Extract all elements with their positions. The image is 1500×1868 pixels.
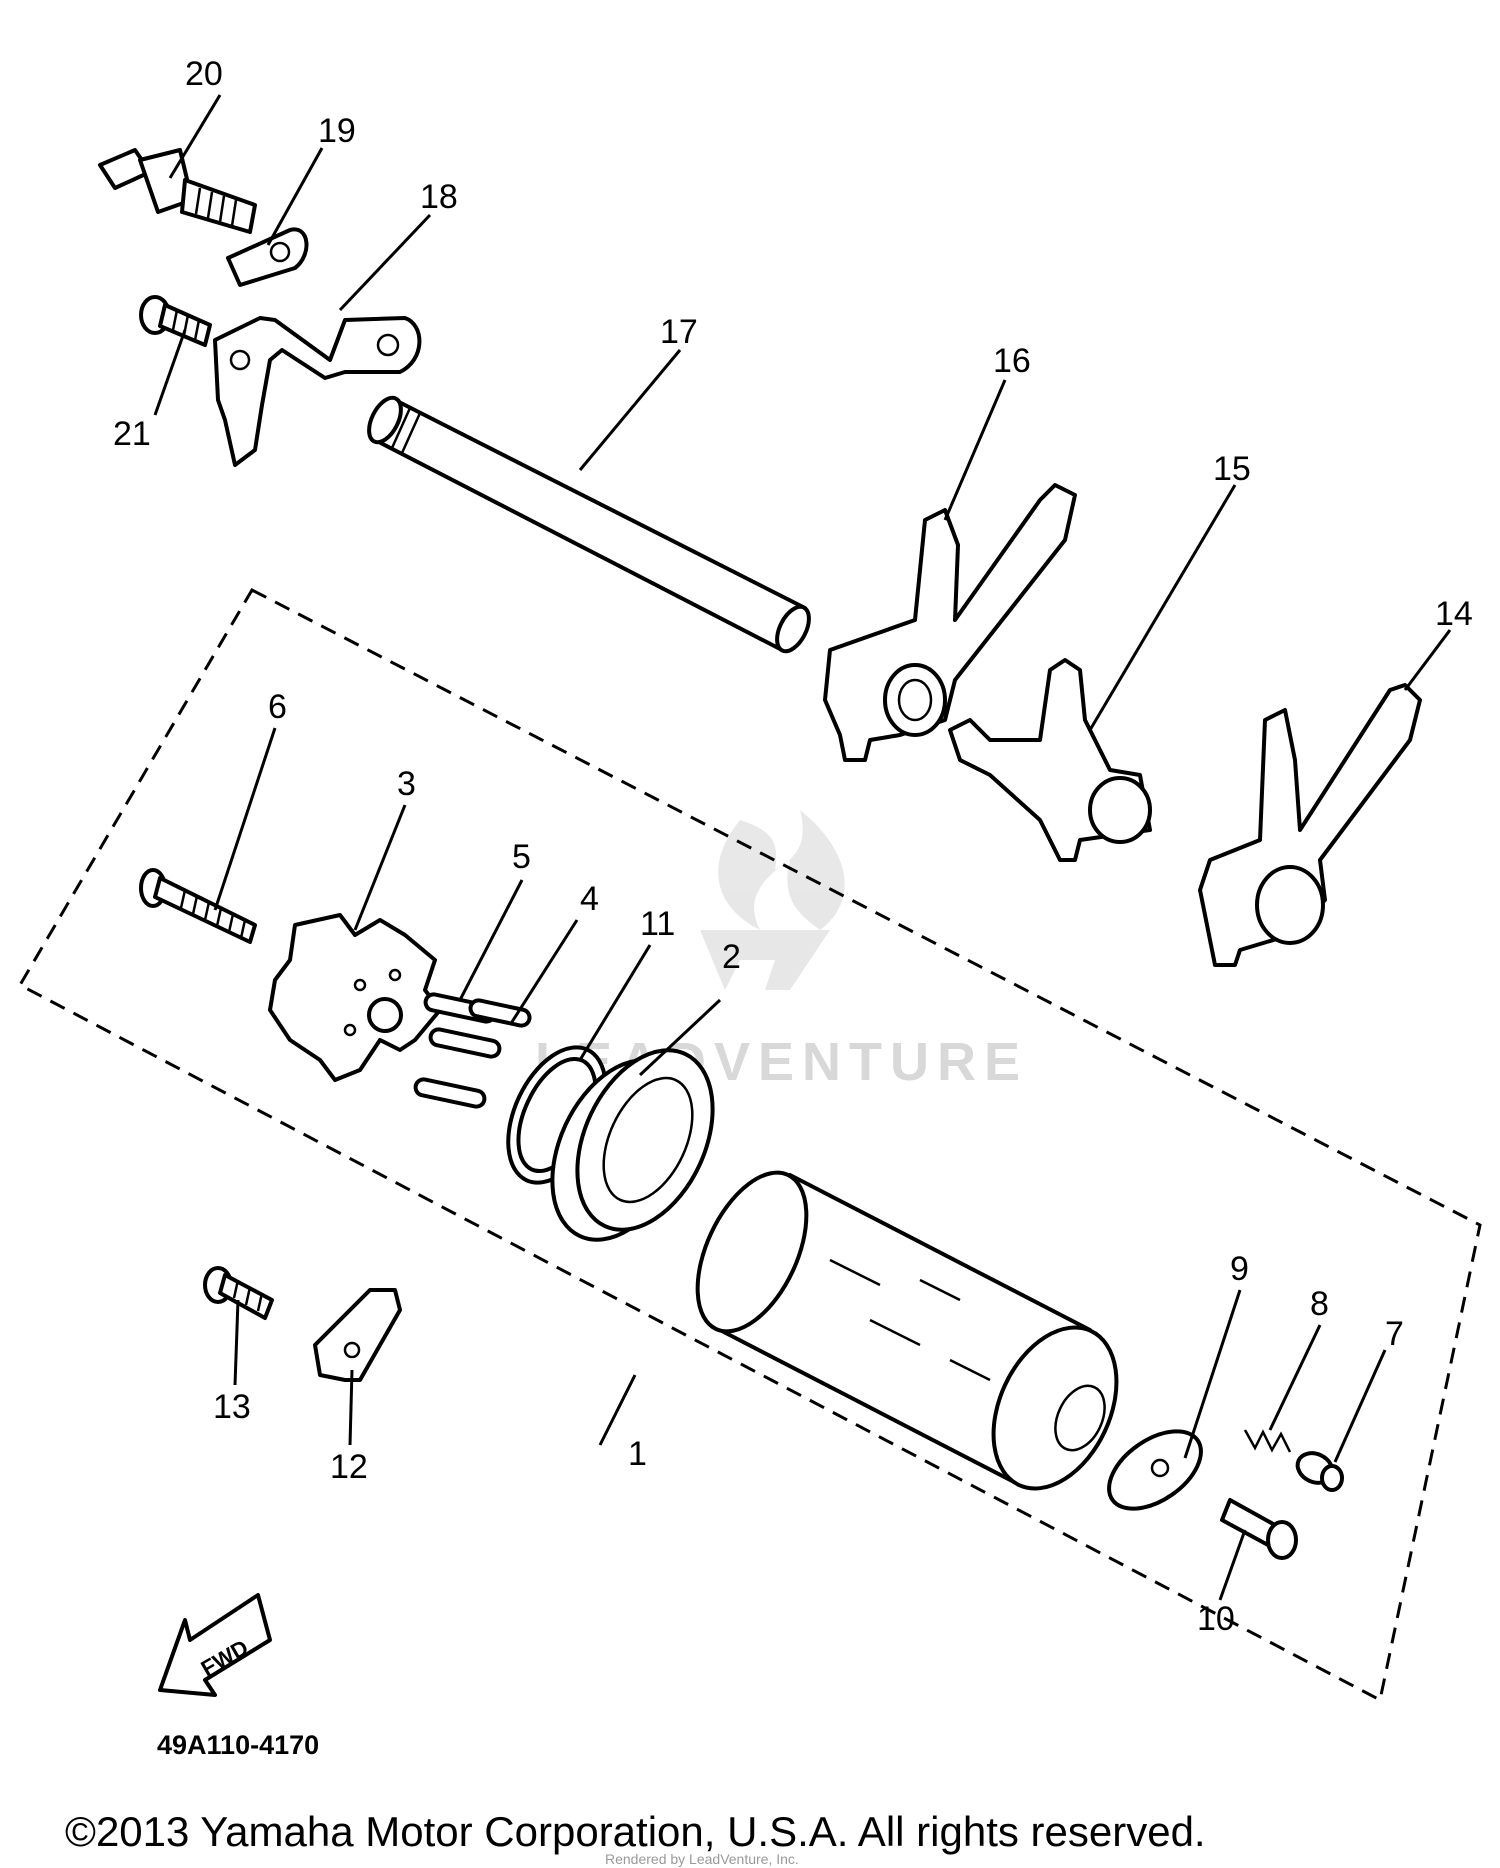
callout-10: 10 xyxy=(1197,1600,1235,1638)
callout-20: 20 xyxy=(185,55,223,93)
callout-4: 4 xyxy=(580,880,599,918)
part-17-shaft xyxy=(367,395,811,654)
callout-11: 11 xyxy=(640,905,675,943)
part-21-screw xyxy=(139,295,212,347)
part-16-shift-fork xyxy=(823,483,1077,762)
watermark-logo-icon xyxy=(700,810,845,990)
callout-8: 8 xyxy=(1310,1285,1329,1323)
callout-7: 7 xyxy=(1385,1315,1404,1353)
part-15-shift-fork xyxy=(948,658,1152,862)
callout-14: 14 xyxy=(1435,595,1473,633)
diagram-code: 49A110-4170 xyxy=(157,1730,319,1760)
part-10-screw xyxy=(1220,1498,1298,1560)
part-9-plate xyxy=(1107,1429,1203,1511)
part-13-bolt xyxy=(203,1266,274,1320)
part-8-spring xyxy=(1243,1429,1292,1453)
forward-arrow-icon xyxy=(158,1593,272,1697)
callout-1: 1 xyxy=(628,1435,647,1473)
callout-15: 15 xyxy=(1213,450,1251,488)
callout-2: 2 xyxy=(722,938,741,976)
forward-arrow: FWD xyxy=(158,1593,272,1697)
part-12-plate xyxy=(313,1288,402,1382)
copyright-notice: ©2013 Yamaha Motor Corporation, U.S.A. A… xyxy=(65,1808,1206,1855)
callout-18: 18 xyxy=(420,178,458,216)
callout-12: 12 xyxy=(330,1448,368,1486)
assembly-boundary xyxy=(17,588,1482,1703)
part-18-bracket xyxy=(213,316,422,467)
part-6-bolt xyxy=(139,868,257,944)
part-19-plate xyxy=(226,227,309,287)
watermark: LEADVENTURE xyxy=(535,810,1020,1092)
part-1-shift-drum xyxy=(695,1170,1119,1491)
callout-3: 3 xyxy=(397,765,416,803)
callout-17: 17 xyxy=(660,313,698,351)
leader-lines xyxy=(153,94,1452,1601)
part-4-pin xyxy=(468,998,532,1028)
watermark-small-text: Rendered by LeadVenture, Inc. xyxy=(605,1851,799,1867)
part-14-shift-fork xyxy=(1198,683,1422,967)
part-7-cap xyxy=(1295,1451,1344,1492)
part-20-bolt xyxy=(98,148,257,234)
callout-6: 6 xyxy=(268,688,287,726)
callout-13: 13 xyxy=(213,1388,251,1426)
part-2-bearing xyxy=(550,1048,715,1242)
callout-5: 5 xyxy=(512,838,531,876)
part-3-segment xyxy=(268,913,442,1082)
part-callouts: 1 2 3 4 5 6 7 8 9 10 11 12 13 14 15 16 1… xyxy=(113,55,1473,1638)
callout-16: 16 xyxy=(993,342,1031,380)
callout-9: 9 xyxy=(1230,1250,1249,1288)
callout-19: 19 xyxy=(318,112,356,150)
callout-21: 21 xyxy=(113,415,151,453)
